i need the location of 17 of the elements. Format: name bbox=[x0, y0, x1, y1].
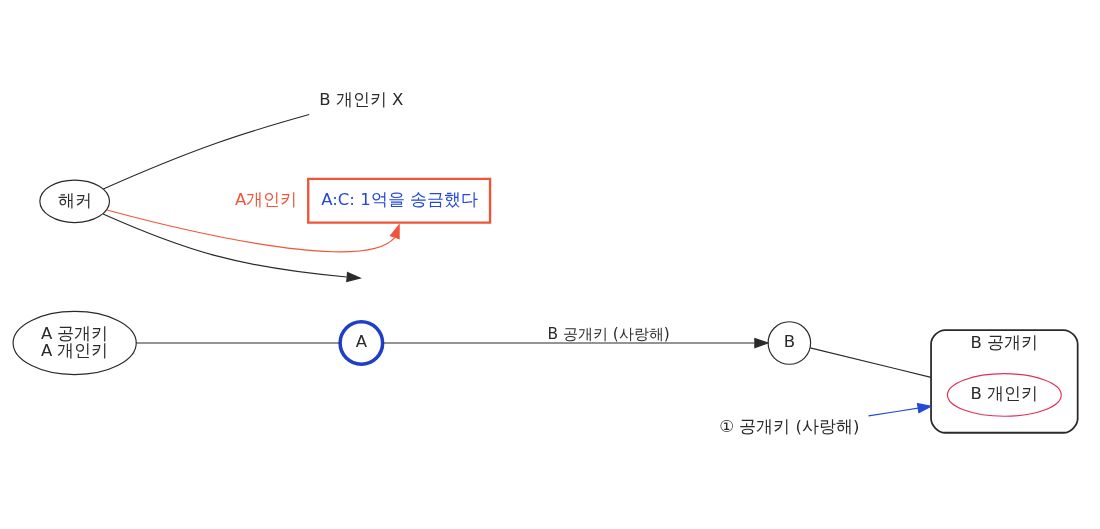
arrow bbox=[102, 213, 362, 283]
arrow bbox=[106, 209, 400, 253]
node-text: ① 공개키 (사랑해) bbox=[719, 417, 860, 437]
node-text: B 개인키 X bbox=[319, 90, 404, 110]
node-label: A개인키 bbox=[235, 190, 298, 210]
arrow bbox=[867, 402, 933, 417]
node-circle: B bbox=[767, 321, 812, 365]
arrow bbox=[382, 337, 770, 349]
connector bbox=[135, 342, 341, 344]
edge-label: B 공개키 (사랑해) bbox=[547, 324, 670, 343]
node-ellipse: 해커 bbox=[39, 179, 111, 224]
node-ellipse: A 공개키 A 개인키 bbox=[12, 310, 137, 376]
node-box: A:C: 1억을 송금했다 bbox=[307, 177, 492, 224]
connector bbox=[102, 113, 310, 190]
node-circle: A bbox=[338, 320, 385, 367]
connector bbox=[809, 347, 932, 378]
node-ellipse: B 개인키 bbox=[946, 373, 1062, 417]
